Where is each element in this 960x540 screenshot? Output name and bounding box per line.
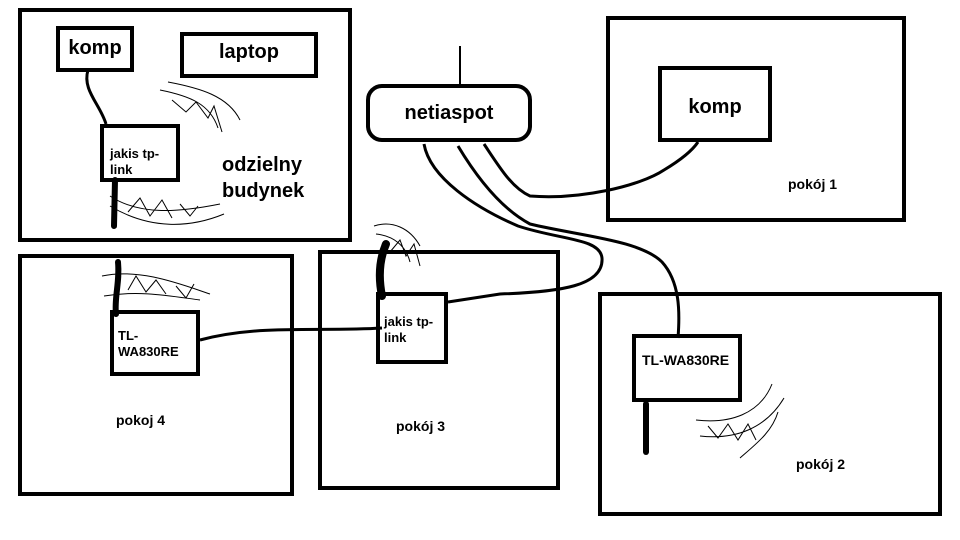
extender-room4-box: [110, 310, 200, 376]
router-label: netiaspot: [404, 102, 494, 124]
room1-label: pokój 1: [788, 176, 838, 192]
room3: [318, 250, 560, 490]
extender-room2-label: TL-WA830RE: [642, 352, 730, 368]
router-netiaspot: [366, 84, 532, 142]
komp-room1-label: komp: [688, 96, 742, 118]
cable-building-komp-to-tplink: [85, 69, 108, 125]
antenna-building-tplink: [111, 177, 118, 229]
laptop-label: laptop: [219, 41, 279, 63]
komp-building-label: komp: [68, 37, 122, 59]
room1: [606, 16, 906, 222]
room2: [598, 292, 942, 516]
komp-building-box: [56, 26, 134, 72]
extender-room2-box: [632, 334, 742, 402]
separate-building-label: odzielny budynek: [222, 154, 305, 202]
tplink-room3-label: jakis tp-link: [384, 314, 434, 345]
tplink-building-label: jakis tp-link: [110, 146, 160, 177]
wifi-scribbles: [101, 81, 785, 459]
tplink-building-box: [100, 124, 180, 182]
cable-router-to-komp-room1: [482, 141, 700, 199]
room2-label: pokój 2: [796, 456, 846, 472]
antenna-room3-tplink: [375, 240, 390, 300]
separate-building-room: [18, 8, 352, 242]
antenna-room4-extender: [112, 259, 122, 317]
extender-room4-label: TL-WA830RE: [118, 328, 179, 359]
laptop-box: [180, 32, 318, 78]
komp-room1-box: [658, 66, 772, 142]
room3-label: pokój 3: [396, 418, 446, 434]
room4: [18, 254, 294, 496]
cable-router-to-tplink-room3: [422, 143, 604, 304]
room4-label: pokoj 4: [116, 412, 166, 428]
tplink-room3-box: [376, 292, 448, 364]
